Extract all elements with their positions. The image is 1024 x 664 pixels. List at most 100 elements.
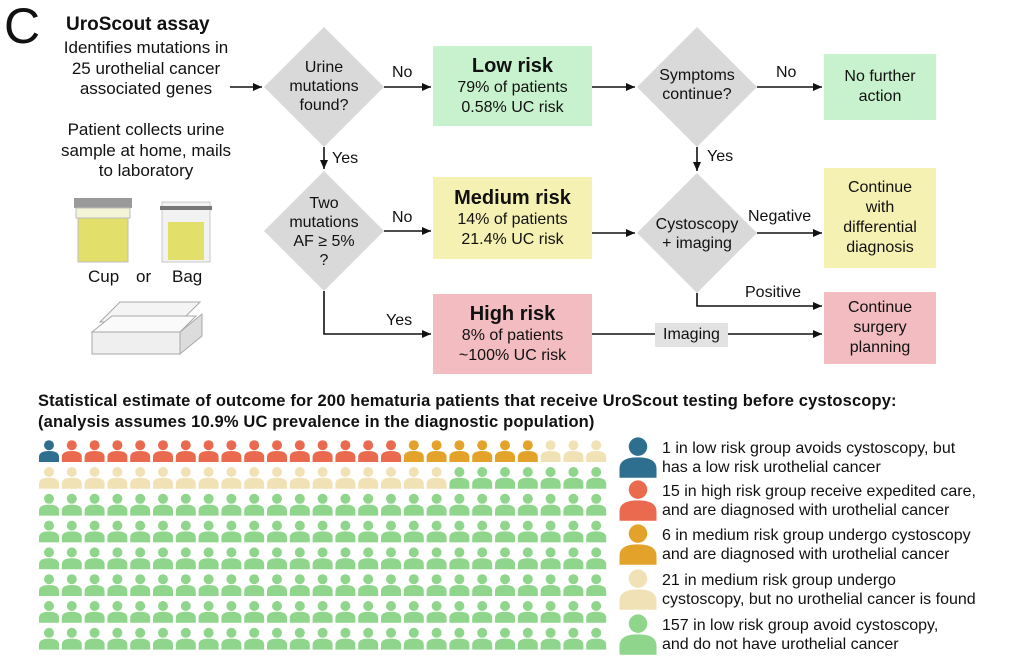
patient-icon [563, 467, 584, 489]
patient-icon [449, 601, 470, 623]
patient-icon [289, 574, 310, 596]
patient-icon [61, 440, 82, 462]
patient-icon [381, 547, 401, 570]
label-positive: Positive [745, 284, 802, 301]
decision-diamond-mutations [264, 27, 384, 147]
urine-bag-icon [160, 201, 212, 263]
assay-title: UroScout assay [66, 14, 210, 35]
outcome-line: diagnosis [846, 239, 914, 256]
high-risk-patients: 8% of patients [461, 327, 564, 344]
patient-icon [517, 601, 538, 623]
patient-icon [563, 493, 584, 516]
medium-risk-box: Medium risk 14% of patients 21.4% UC ris… [433, 177, 592, 259]
patient-icon [289, 547, 310, 570]
patient-icon [267, 627, 287, 650]
patient-icon [61, 493, 82, 516]
patient-icon [358, 467, 379, 489]
patient-icon [495, 601, 515, 623]
medium-risk-uc: 21.4% UC risk [461, 231, 564, 248]
patient-icon [426, 574, 447, 596]
patient-icon [381, 520, 401, 543]
patient-icon [84, 601, 105, 623]
patient-icon [495, 493, 515, 516]
label-yes-1: Yes [332, 150, 359, 167]
patient-icon [586, 574, 607, 596]
patient-icon [472, 547, 493, 570]
patient-icon [472, 627, 493, 650]
patient-icon [335, 493, 356, 516]
patient-icon [495, 520, 515, 543]
patient-icon [358, 601, 379, 623]
decision-cystoscopy-text: Cystoscopy + imaging [640, 215, 754, 253]
legend-entry-high-risk: 15 in high risk group receive expedited … [662, 483, 976, 520]
patient-icon [426, 440, 447, 462]
patient-icon [403, 440, 424, 462]
decision-line: AF ≥ 5% [293, 233, 355, 250]
patient-icon [84, 467, 105, 489]
patient-icon [267, 493, 287, 516]
patient-icon [221, 467, 242, 489]
patient-icon [472, 493, 493, 516]
patient-icon [84, 547, 105, 570]
medium-risk-title: Medium risk [454, 187, 571, 209]
patient-icon [563, 520, 584, 543]
patient-icon [358, 547, 379, 570]
patient-icon [175, 493, 196, 516]
patient-icon [495, 547, 515, 570]
patient-icon [472, 574, 493, 596]
patient-icon [198, 520, 219, 543]
legend-person-icon [619, 480, 657, 521]
patient-icon [517, 627, 538, 650]
patient-icon [335, 574, 356, 596]
patient-icon [517, 547, 538, 570]
legend-line: 157 in low risk group avoid cystoscopy, [662, 617, 939, 634]
patient-icon [39, 627, 59, 650]
decision-line: Symptoms [659, 67, 735, 84]
patient-icon [312, 440, 333, 462]
legend-entry-low-no-cancer: 157 in low risk group avoid cystoscopy, … [662, 617, 938, 654]
patient-icon [198, 440, 219, 462]
legend-person-icon [619, 437, 657, 478]
patient-icon [221, 601, 242, 623]
stats-line-2: (analysis assumes 10.9% UC prevalence in… [38, 413, 595, 431]
decision-line: found? [299, 97, 349, 114]
patient-icon [130, 440, 151, 462]
patient-icon [335, 520, 356, 543]
patient-icon [175, 440, 196, 462]
patient-icon [153, 547, 173, 570]
patient-icon [495, 467, 515, 489]
collect-line: Patient collects urine [67, 120, 225, 139]
panel-letter: C [4, 0, 41, 54]
patient-icon [130, 493, 151, 516]
patient-icon [312, 627, 333, 650]
patient-icon [198, 467, 219, 489]
patient-icon [130, 547, 151, 570]
patient-icon [244, 574, 265, 596]
patient-icon [495, 627, 515, 650]
patient-icon [221, 574, 242, 596]
patient-icon [540, 574, 561, 596]
patient-icon [84, 627, 105, 650]
arrow-positive [696, 293, 822, 310]
patient-icon [312, 547, 333, 570]
patient-icon [153, 574, 173, 596]
legend-line: 6 in medium risk group undergo cystoscop… [662, 527, 971, 544]
patient-icon [107, 520, 128, 543]
or-label: or [136, 267, 152, 286]
patient-icon [39, 467, 59, 489]
patient-icon [517, 467, 538, 489]
patient-icon [517, 574, 538, 596]
patient-icon [221, 440, 242, 462]
patient-icon [61, 627, 82, 650]
patient-icon [84, 440, 105, 462]
stats-line-1: Statistical estimate of outcome for 200 … [38, 392, 897, 410]
patient-icon [335, 467, 356, 489]
urine-cup-icon [74, 198, 132, 263]
patient-icon [586, 493, 607, 516]
patient-icon [495, 574, 515, 596]
decision-line: Two [309, 195, 339, 212]
patient-icon [175, 574, 196, 596]
outcome-line: differential [843, 219, 917, 236]
patient-icon [540, 627, 561, 650]
